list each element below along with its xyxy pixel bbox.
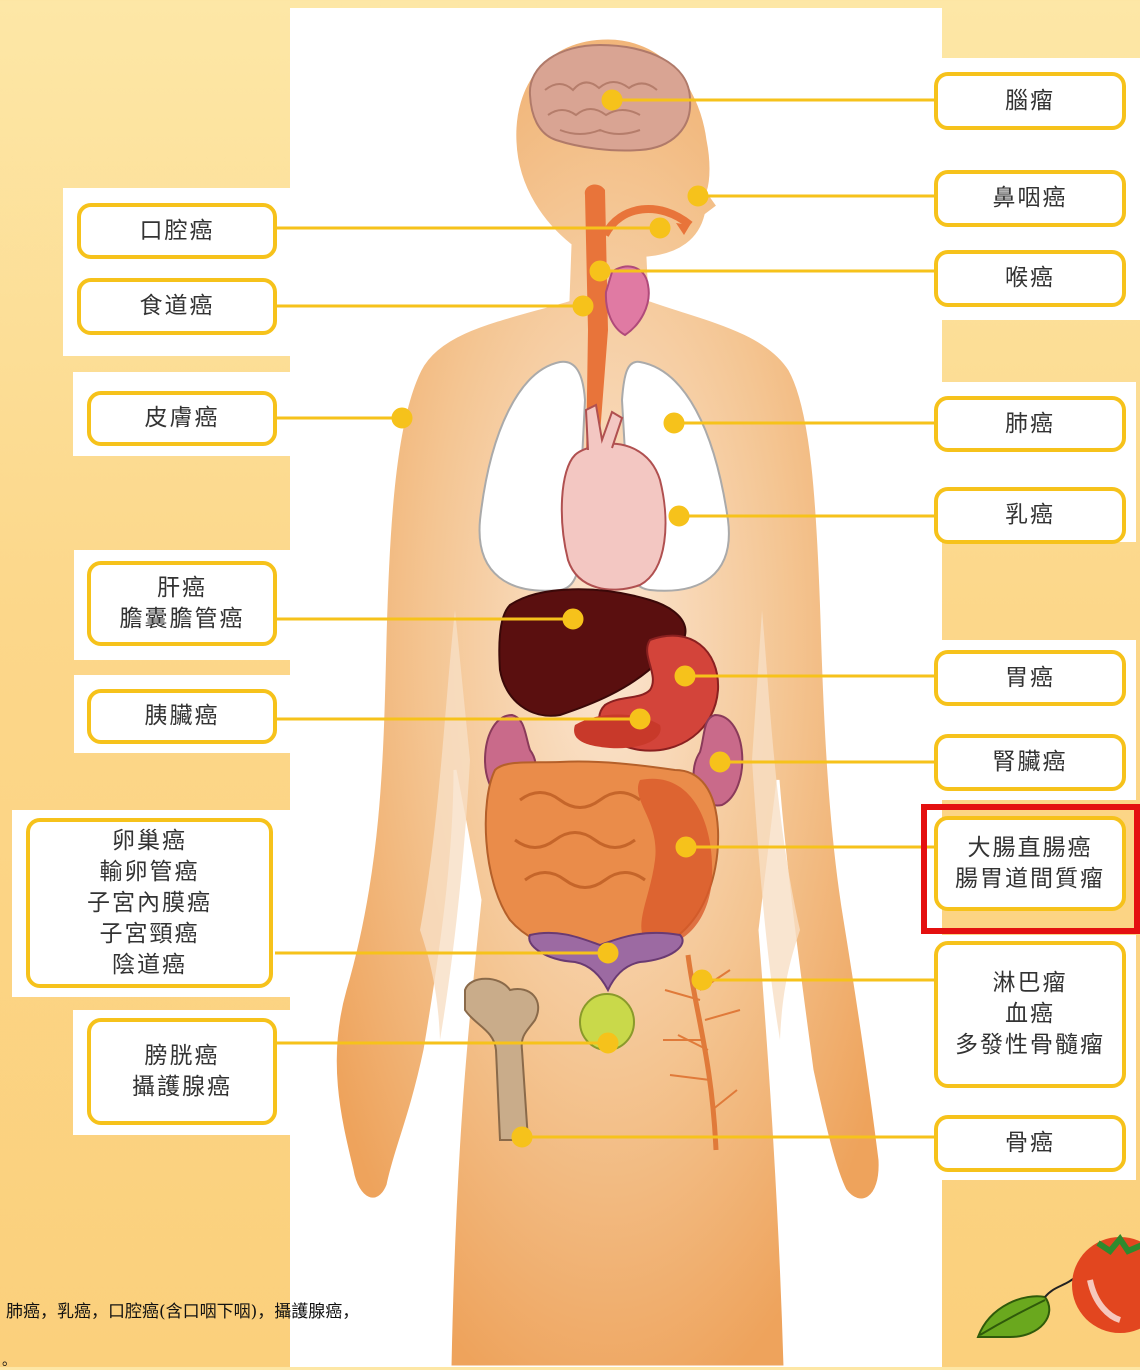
- label-pancreatic-cancer: 胰臟癌: [87, 689, 277, 744]
- caption-text: 肺癌，乳癌，口腔癌(含口咽下咽)，攝護腺癌，: [6, 1297, 359, 1322]
- label-kidney-cancer: 腎臟癌: [934, 734, 1126, 791]
- label-stomach-cancer: 胃癌: [934, 650, 1126, 706]
- label-oral-cancer: 口腔癌: [77, 203, 277, 259]
- label-throat-cancer: 喉癌: [934, 250, 1126, 307]
- label-esophageal-cancer: 食道癌: [77, 278, 277, 335]
- label-bone-cancer: 骨癌: [934, 1115, 1126, 1172]
- label-lung-cancer: 肺癌: [934, 396, 1126, 452]
- label-breast-cancer: 乳癌: [934, 487, 1126, 544]
- label-urologic-cancers: 膀胱癌攝護腺癌: [87, 1018, 277, 1125]
- label-nasopharyngeal-cancer: 鼻咽癌: [934, 170, 1126, 227]
- label-brain-tumor: 腦瘤: [934, 72, 1126, 130]
- label-blood-cancers: 淋巴瘤血癌多發性骨髓瘤: [934, 941, 1126, 1088]
- label-gynecologic-cancers: 卵巢癌輸卵管癌子宮內膜癌子宮頸癌陰道癌: [26, 818, 273, 988]
- heart: [562, 444, 666, 590]
- caption-tail: 。: [2, 1350, 16, 1370]
- label-liver-cancer: 肝癌膽囊膽管癌: [87, 561, 277, 646]
- highlight-box: [921, 804, 1140, 934]
- label-skin-cancer: 皮膚癌: [87, 391, 277, 446]
- tomato-decoration: [970, 1225, 1140, 1367]
